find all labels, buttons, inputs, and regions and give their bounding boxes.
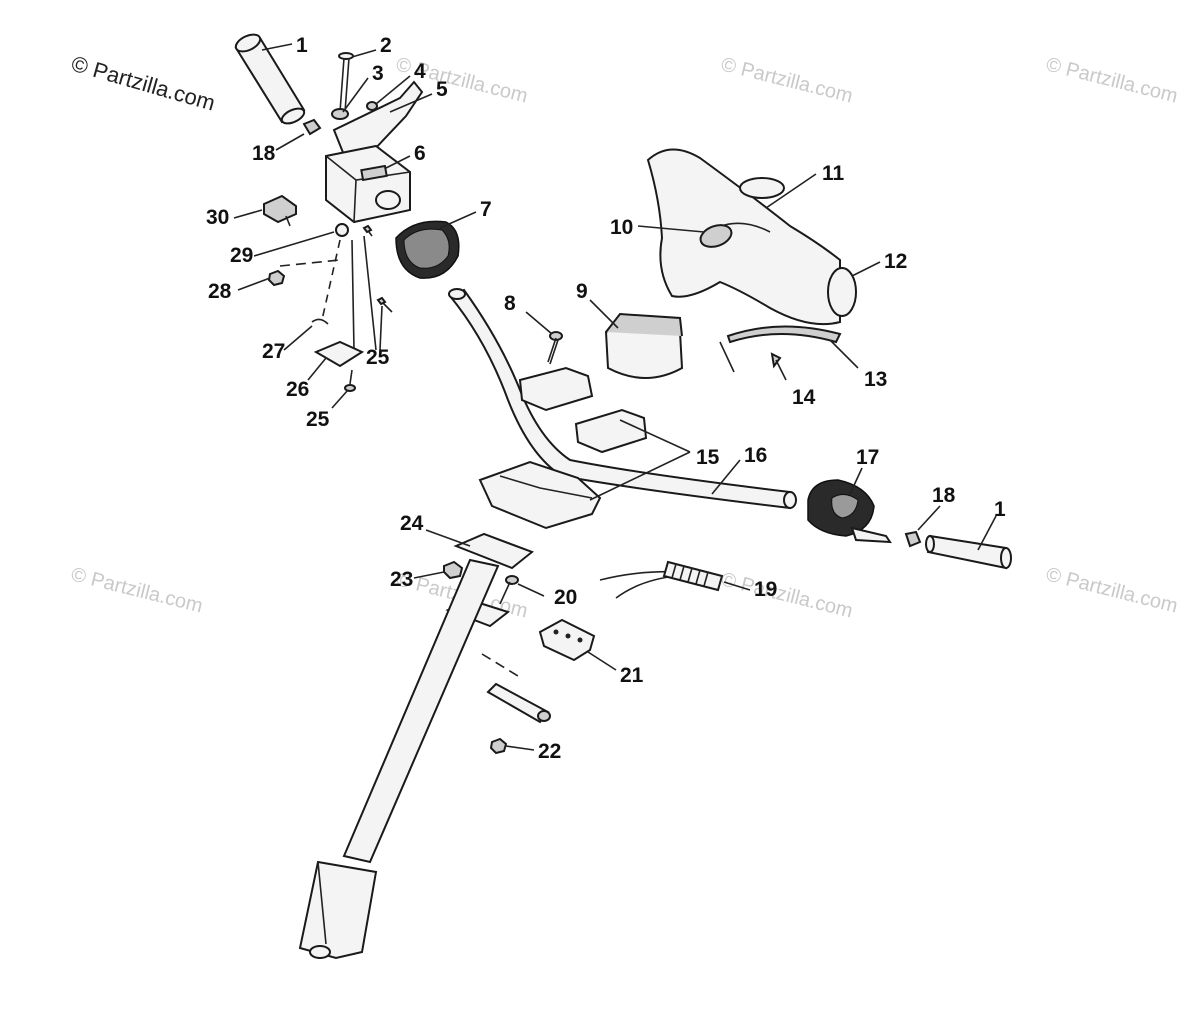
watermark: © Partzilla.com	[719, 54, 855, 108]
callout-1-right: 1	[994, 498, 1006, 521]
callout-25-upper: 25	[366, 346, 390, 369]
callout-27: 27	[262, 340, 285, 363]
part-screw	[362, 224, 373, 234]
callout-13: 13	[864, 368, 887, 391]
callout-22: 22	[538, 740, 561, 763]
watermark: © Partzilla.com	[1044, 54, 1180, 108]
watermark: © Partzilla.com	[719, 569, 855, 623]
callout-9: 9	[576, 280, 588, 303]
part-clamp-bolt	[547, 331, 563, 365]
part-handlebar-pad	[646, 148, 857, 326]
part-nut-23	[443, 560, 464, 580]
part-washer-29	[335, 223, 349, 237]
callout-labels: 1 2 3 4 5 6 7 8 9 10 11 12 13 14 15 16 1…	[206, 34, 1006, 763]
callout-4: 4	[414, 60, 426, 83]
part-washer	[331, 108, 349, 120]
part-upper-clamp	[518, 366, 648, 454]
callout-24: 24	[400, 512, 424, 535]
part-drawings	[234, 33, 1012, 960]
part-right-control	[807, 479, 892, 544]
watermark: © Partzilla.com	[1044, 564, 1180, 618]
callout-20: 20	[554, 586, 577, 609]
part-spacer-tube	[486, 682, 551, 724]
part-bolt	[338, 52, 354, 113]
callout-11: 11	[822, 162, 845, 185]
part-plate-21	[538, 618, 596, 662]
callout-29: 29	[230, 244, 253, 267]
part-plate	[313, 340, 365, 368]
part-left-end-plug	[302, 118, 322, 136]
callout-26: 26	[286, 378, 309, 401]
callout-23: 23	[390, 568, 413, 591]
watermark: © Partzilla.com	[69, 564, 205, 618]
part-screw-20	[499, 575, 519, 605]
part-nut-22	[489, 737, 508, 755]
callout-18-left: 18	[252, 142, 276, 165]
callout-1-left: 1	[296, 34, 308, 57]
part-screw	[376, 296, 387, 306]
part-bottom-screw	[344, 369, 356, 392]
callout-21: 21	[620, 664, 644, 687]
callout-2: 2	[380, 34, 392, 57]
callout-19: 19	[754, 578, 777, 601]
part-pad-label	[739, 177, 785, 199]
copyright-notice: © Partzilla.com	[69, 51, 218, 116]
callout-8: 8	[504, 292, 516, 315]
callout-18-right: 18	[932, 484, 956, 507]
part-cover	[604, 312, 684, 379]
part-right-grip	[925, 534, 1012, 570]
part-nut-28	[267, 269, 286, 287]
callout-10: 10	[610, 216, 633, 239]
part-clip	[311, 318, 329, 325]
part-left-grip	[234, 33, 306, 125]
callout-5: 5	[436, 78, 448, 101]
part-steering-flange	[453, 532, 534, 570]
part-small-nut	[366, 101, 378, 111]
callout-28: 28	[208, 280, 232, 303]
callout-25-lower: 25	[306, 408, 330, 431]
callout-6: 6	[414, 142, 426, 165]
callout-30: 30	[206, 206, 229, 229]
part-kill-switch	[263, 194, 297, 227]
callout-16: 16	[744, 444, 767, 467]
callout-15: 15	[696, 446, 720, 469]
part-control-ring	[395, 220, 460, 279]
part-pad-strip	[726, 325, 842, 344]
callout-7: 7	[480, 198, 492, 221]
part-cable-spring	[599, 560, 724, 599]
part-right-end-plug	[904, 530, 922, 548]
callout-3: 3	[372, 62, 384, 85]
part-lower-clamp	[478, 460, 602, 530]
part-steering-post	[298, 558, 500, 960]
part-throttle-housing	[325, 144, 411, 224]
callout-12: 12	[884, 250, 907, 273]
callout-14: 14	[792, 386, 816, 409]
leader-lines	[233, 43, 997, 751]
callout-17: 17	[856, 446, 879, 469]
